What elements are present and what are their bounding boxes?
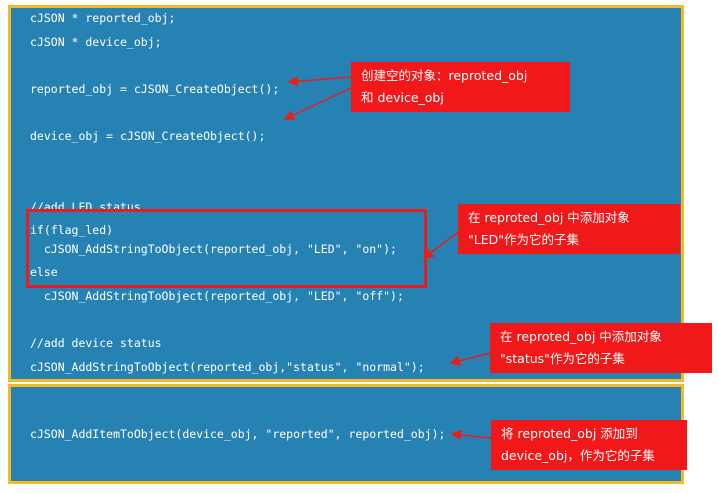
note-create-line-2: 和 device_obj <box>361 90 444 105</box>
code-line-add-status: cJSON_AddStringToObject(reported_obj,"st… <box>30 360 425 374</box>
code-line-declare-reported: cJSON * reported_obj; <box>30 11 176 25</box>
code-panel-top <box>8 5 684 382</box>
code-line-if-flag: if(flag_led) <box>30 223 114 237</box>
code-line-create-reported: reported_obj = cJSON_CreateObject(); <box>30 82 280 96</box>
note-create-objects: 创建空的对象：reproted_obj 和 device_obj <box>351 62 570 112</box>
code-comment-device-status: //add device status <box>30 336 162 350</box>
note-add-status: 在 reproted_obj 中添加对象 "status"作为它的子集 <box>490 323 712 373</box>
note-status-line-1: 在 reproted_obj 中添加对象 <box>500 329 662 344</box>
code-line-declare-device: cJSON * device_obj; <box>30 35 162 49</box>
code-line-else: else <box>30 265 58 279</box>
code-line-add-led-off: cJSON_AddStringToObject(reported_obj, "L… <box>30 289 404 303</box>
note-add-line-2: device_obj，作为它的子集 <box>501 448 655 463</box>
code-line-create-device: device_obj = cJSON_CreateObject(); <box>30 129 266 143</box>
note-create-line-1: 创建空的对象：reproted_obj <box>361 68 528 83</box>
code-comment-led: //add LED status <box>30 200 141 209</box>
note-add-line-1: 将 reproted_obj 添加到 <box>501 426 638 441</box>
note-led-line-1: 在 reproted_obj 中添加对象 <box>468 210 630 225</box>
note-add-item: 将 reproted_obj 添加到 device_obj，作为它的子集 <box>491 420 687 470</box>
note-status-line-2: "status"作为它的子集 <box>500 351 625 366</box>
code-line-add-item: cJSON_AddItemToObject(device_obj, "repor… <box>30 427 446 441</box>
note-led-line-2: "LED"作为它的子集 <box>468 232 579 247</box>
note-add-led: 在 reproted_obj 中添加对象 "LED"作为它的子集 <box>458 204 680 254</box>
led-highlight-box <box>26 209 427 288</box>
code-line-add-led-on: cJSON_AddStringToObject(reported_obj, "L… <box>30 242 397 256</box>
